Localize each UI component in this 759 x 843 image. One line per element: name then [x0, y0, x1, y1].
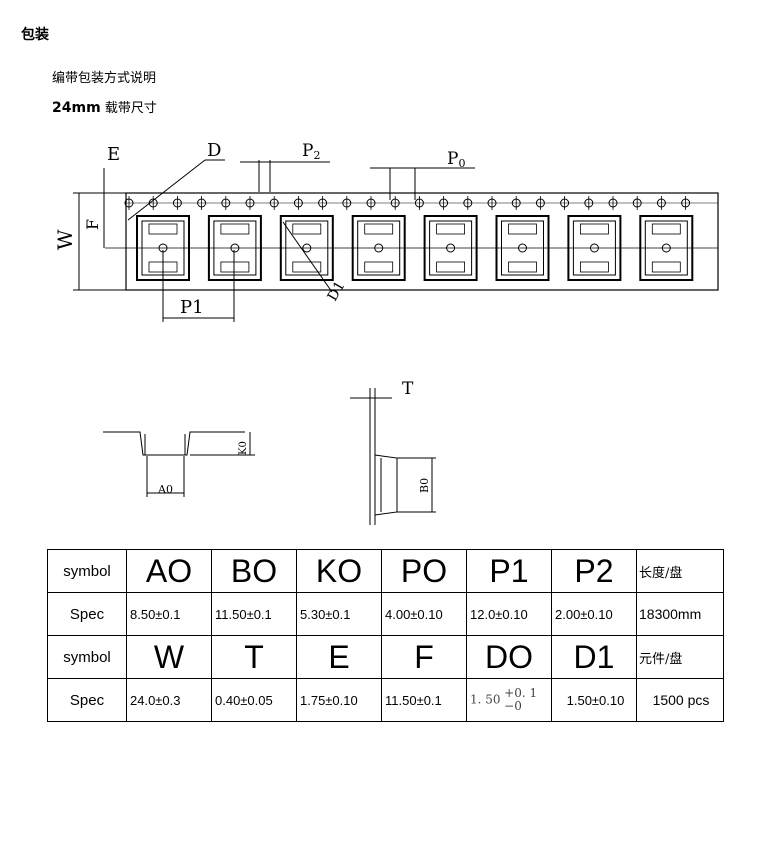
spec-cell: 1.75±0.10: [296, 678, 382, 722]
symbol-cell: P1: [466, 549, 552, 593]
label-B0: B0: [418, 478, 431, 493]
symbol-cell: AO: [126, 549, 212, 593]
symbol-cell: P2: [551, 549, 637, 593]
pocket: [639, 215, 694, 281]
spec-cell: 8.50±0.1: [126, 592, 212, 636]
tape-outline: [125, 192, 719, 291]
do-tolerance: +0. 1 −0: [504, 687, 537, 713]
row-label: symbol: [47, 635, 127, 679]
table-row: symbol W T E F DO D1 元件/盘: [47, 635, 724, 679]
unit-cell: 1500 pcs: [636, 678, 724, 722]
packaging-description: 编带包装方式说明: [52, 71, 157, 86]
symbol-cell: BO: [211, 549, 297, 593]
label-D1: D1: [325, 279, 349, 304]
pocket: [495, 215, 550, 281]
page-heading: 包装: [21, 27, 49, 43]
pocket: [567, 215, 622, 281]
symbol-cell: KO: [296, 549, 382, 593]
pocket: [423, 215, 478, 281]
row-label: Spec: [47, 592, 127, 636]
spec-cell: 0.40±0.05: [211, 678, 297, 722]
pocket: [279, 215, 334, 281]
spec-cell: 11.50±0.1: [381, 678, 467, 722]
label-K0: K0: [238, 441, 249, 455]
symbol-cell: F: [381, 635, 467, 679]
symbol-cell: E: [296, 635, 382, 679]
spec-cell: 4.00±0.10: [381, 592, 467, 636]
label-T: T: [402, 379, 414, 399]
label-A0: A0: [157, 483, 173, 496]
unit-cell: 长度/盘: [636, 549, 724, 593]
spec-cell: 5.30±0.1: [296, 592, 382, 636]
symbol-cell: T: [211, 635, 297, 679]
spec-cell: 11.50±0.1: [211, 592, 297, 636]
do-minus: −0: [504, 699, 522, 713]
table-row: symbol AO BO KO PO P1 P2 长度/盘: [47, 549, 724, 593]
label-D: D: [207, 140, 221, 161]
label-E: E: [107, 144, 120, 165]
symbol-cell: DO: [466, 635, 552, 679]
symbol-cell: D1: [551, 635, 637, 679]
row-label: symbol: [47, 549, 127, 593]
symbol-cell: W: [126, 635, 212, 679]
do-base: 1. 50: [470, 692, 501, 707]
label-P2: P2: [302, 141, 320, 162]
spec-cell-do: 1. 50 +0. 1 −0: [466, 678, 552, 722]
label-P0: P0: [447, 149, 465, 170]
label-W: W: [53, 229, 77, 250]
tape-width-value: 24mm: [52, 100, 101, 116]
spec-table: symbol AO BO KO PO P1 P2 长度/盘 Spec 8.50±…: [47, 549, 724, 722]
symbol-cell: PO: [381, 549, 467, 593]
spec-cell: 1.50±0.10: [551, 678, 637, 722]
label-P1: P1: [180, 297, 204, 318]
spec-cell: 24.0±0.3: [126, 678, 212, 722]
table-row: Spec 24.0±0.3 0.40±0.05 1.75±0.10 11.50±…: [47, 678, 724, 722]
row-label: Spec: [47, 678, 127, 722]
pockets: [136, 215, 694, 281]
pocket: [351, 215, 406, 281]
do-plus: +0. 1: [504, 686, 538, 700]
tape-size-label: 载带尺寸: [104, 101, 157, 116]
unit-cell: 18300mm: [636, 592, 724, 636]
label-F: F: [83, 219, 102, 230]
tape-size-title: 24mm 载带尺寸: [52, 97, 157, 116]
spec-cell: 2.00±0.10: [551, 592, 637, 636]
unit-cell: 元件/盘: [636, 635, 724, 679]
pocket: [207, 215, 262, 281]
spec-cell: 12.0±0.10: [466, 592, 552, 636]
table-row: Spec 8.50±0.1 11.50±0.1 5.30±0.1 4.00±0.…: [47, 592, 724, 636]
carrier-tape-drawing: E D P2 P0 W F P1 D1 T K0 A0 B0: [53, 140, 719, 525]
